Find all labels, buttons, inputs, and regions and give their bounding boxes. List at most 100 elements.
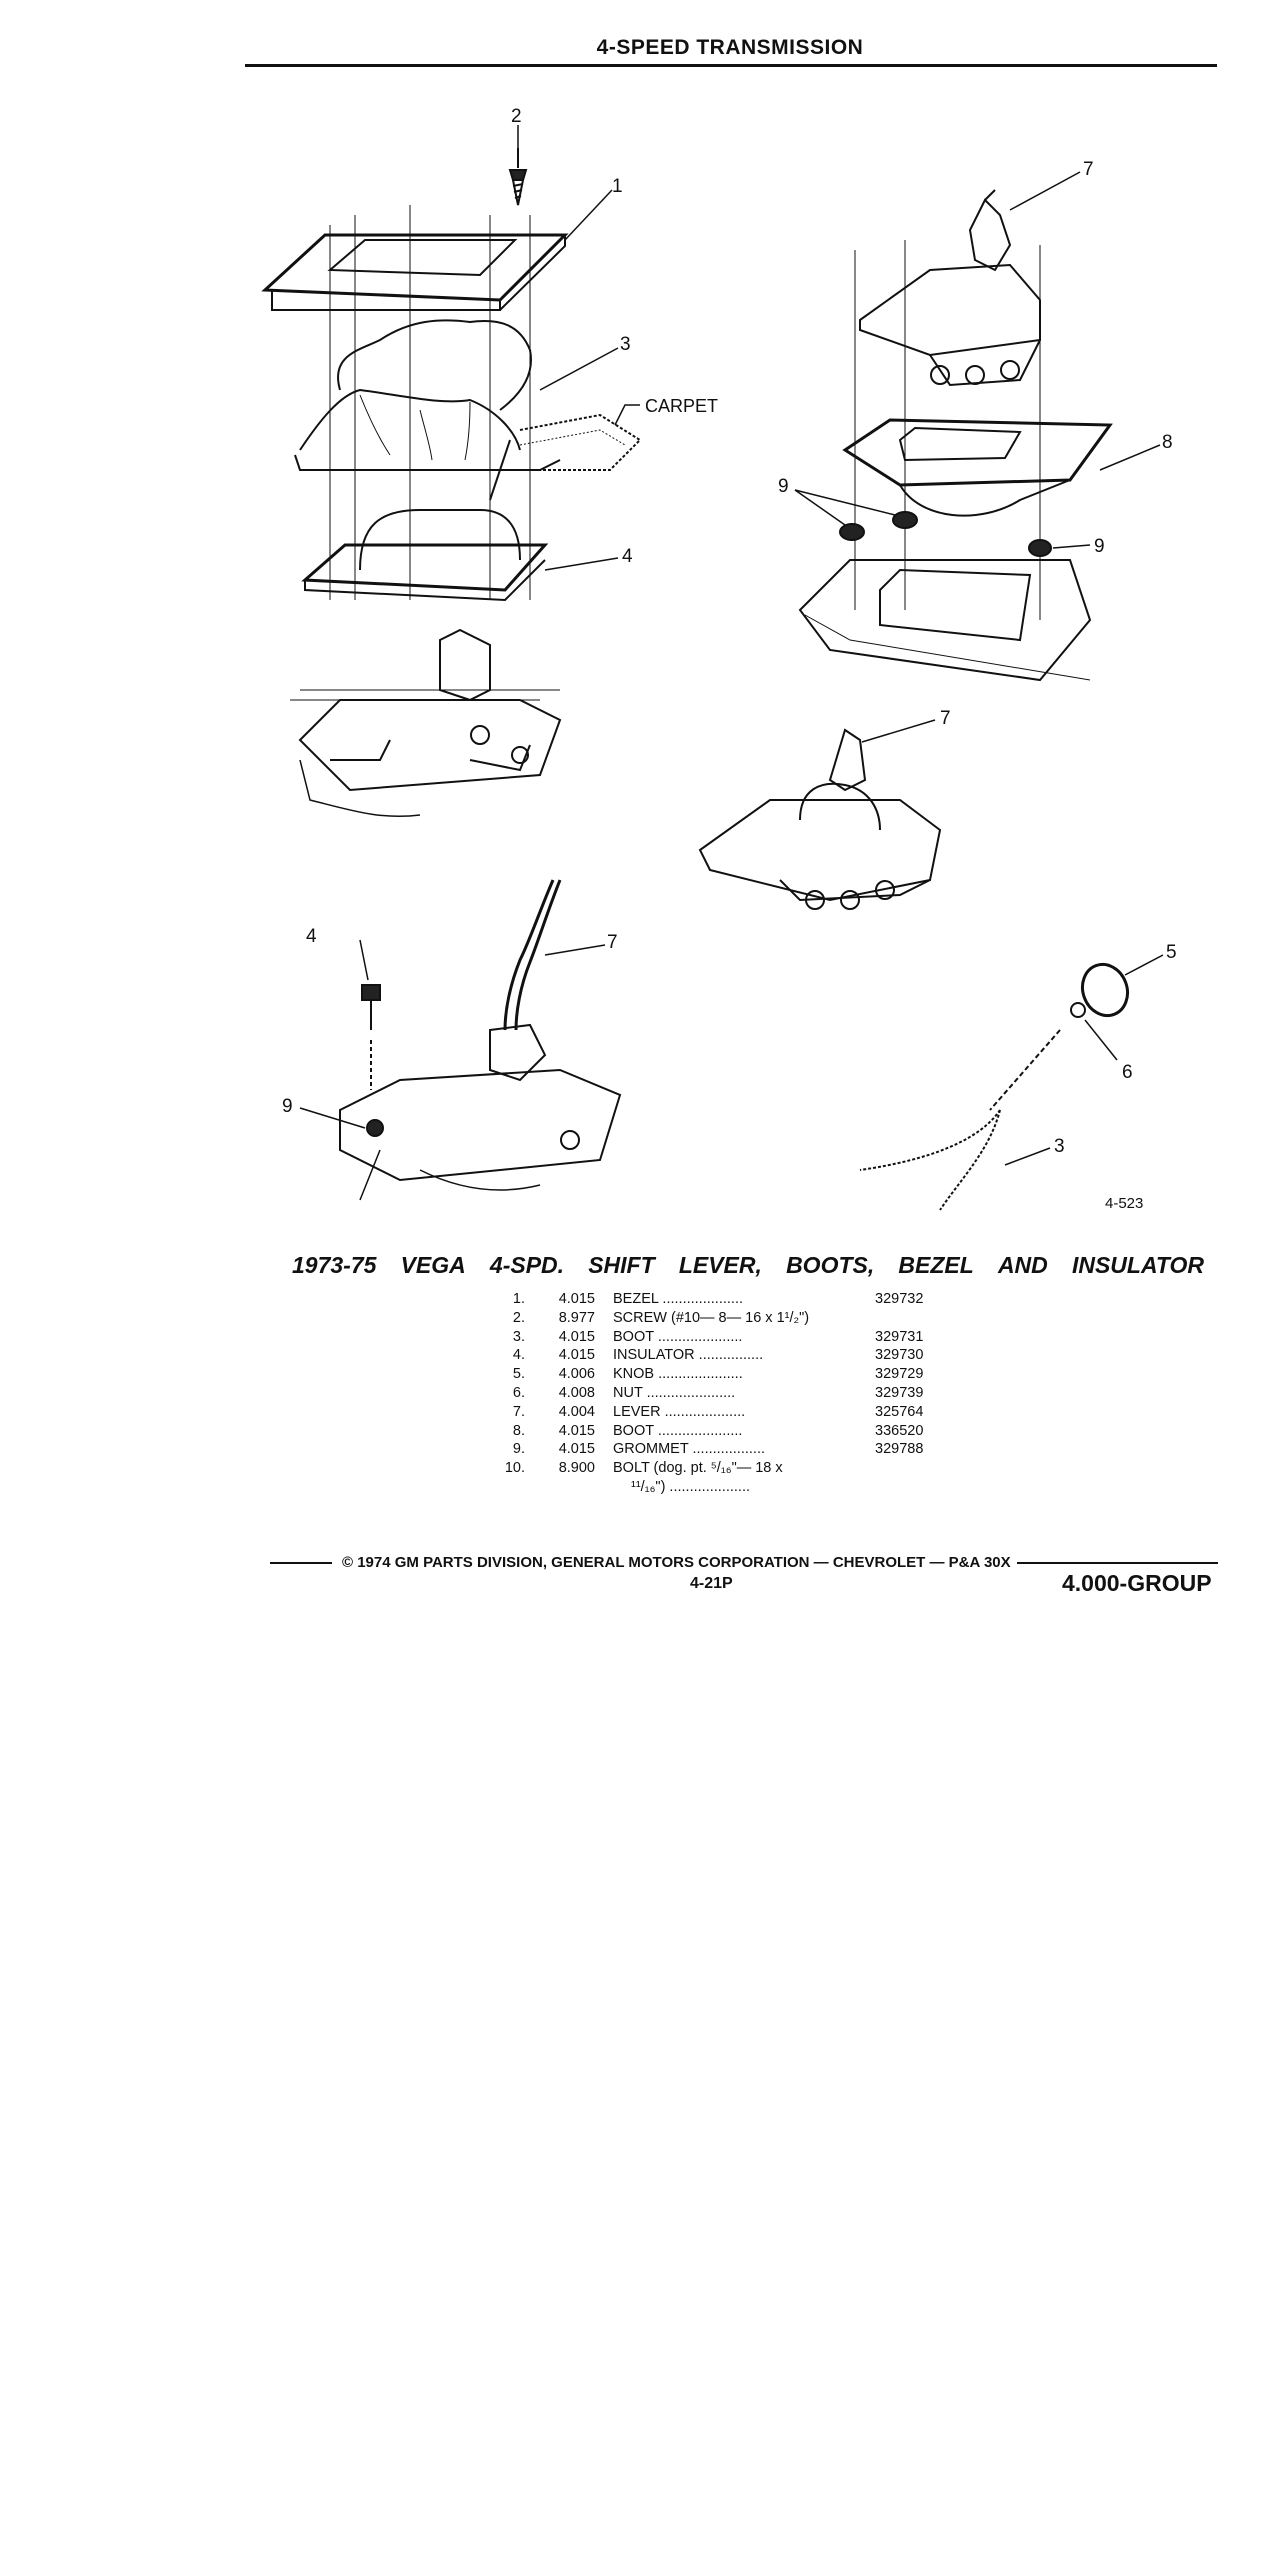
group-number: 4.015 xyxy=(558,1422,595,1439)
bezel-part-1 xyxy=(261,233,569,311)
callout-3-lower: 3 xyxy=(1054,1136,1065,1157)
callout-9-left: 9 xyxy=(778,476,789,497)
callout-7-middle: 7 xyxy=(940,708,951,729)
exploded-parts-illustration: 2 1 3 CARPET 4 7 8 9 9 7 4 7 9 5 6 3 xyxy=(261,106,1177,1211)
callout-5: 5 xyxy=(1166,942,1177,963)
footer-copyright-line: © 1974 GM PARTS DIVISION, GENERAL MOTORS… xyxy=(270,1554,1218,1571)
group-label: 4.000-GROUP xyxy=(1062,1570,1212,1596)
boot-part-3 xyxy=(294,319,561,471)
title-word: 4-SPD. xyxy=(489,1252,565,1278)
callout-3: 3 xyxy=(620,334,631,355)
group-number: 4.006 xyxy=(558,1366,595,1383)
callout-4-bolt: 4 xyxy=(306,926,317,947)
title-word: SHIFT xyxy=(588,1252,655,1278)
part-catalog-number xyxy=(875,1309,955,1328)
callout-1: 1 xyxy=(612,176,623,197)
part-catalog-number: 325764 xyxy=(875,1403,924,1420)
part-number: 6. xyxy=(512,1384,525,1401)
part-row: 2. 8.977 SCREW (#10— 8— 16 x 1¹/₂") xyxy=(495,1309,955,1328)
part-description: LEVER .................... xyxy=(613,1403,746,1420)
part-row: 9. 4.015 GROMMET .................. 3297… xyxy=(495,1440,955,1459)
footer-rule-left xyxy=(270,1561,332,1564)
bolt-part-4 xyxy=(361,984,381,1090)
part-catalog-number xyxy=(875,1459,955,1478)
part-row: 10. 8.900 BOLT (dog. pt. ⁵/₁₆"— 18 x xyxy=(495,1459,955,1478)
base-plate-upper xyxy=(798,559,1092,682)
part-catalog-number: 329788 xyxy=(875,1441,924,1458)
header-rule xyxy=(245,64,1217,67)
boot-part-8 xyxy=(842,418,1113,517)
group-number: 4.015 xyxy=(558,1441,595,1458)
callout-carpet: CARPET xyxy=(645,396,718,416)
part-row: 7. 4.004 LEVER .................... 3257… xyxy=(495,1403,955,1422)
title-word: VEGA xyxy=(400,1252,466,1278)
part-number: 10. xyxy=(504,1460,525,1477)
page-code: 4-21P xyxy=(690,1575,733,1592)
part-description-continuation: ¹¹/₁₆") .................... xyxy=(631,1478,751,1495)
part-number: 7. xyxy=(512,1403,525,1420)
title-word: INSULATOR xyxy=(1071,1252,1204,1278)
part-description: BEZEL .................... xyxy=(613,1291,743,1307)
knob-part-5 xyxy=(1070,962,1130,1018)
group-number: 8.900 xyxy=(558,1460,595,1477)
part-catalog-number: 329739 xyxy=(875,1384,924,1401)
part-row: 5. 4.006 KNOB ..................... 3297… xyxy=(495,1365,955,1384)
callout-8: 8 xyxy=(1162,432,1173,453)
part-row: 8. 4.015 BOOT ..................... 3365… xyxy=(495,1422,955,1441)
group-number: 4.004 xyxy=(558,1403,595,1420)
section-title: 1973-75 VEGA 4-SPD. SHIFT LEVER, BOOTS, … xyxy=(292,1252,1204,1279)
grommet-part-9 xyxy=(839,511,1052,557)
part-description: NUT ...................... xyxy=(613,1384,736,1401)
footer-rule-right xyxy=(1016,1561,1218,1564)
callout-6: 6 xyxy=(1122,1062,1133,1083)
screw-part-2 xyxy=(508,148,528,206)
footer-copyright: © 1974 GM PARTS DIVISION, GENERAL MOTORS… xyxy=(342,1554,1011,1571)
group-number: 4.015 xyxy=(558,1328,595,1345)
group-number: 4.015 xyxy=(558,1291,595,1307)
part-row: 4. 4.015 INSULATOR ................ 3297… xyxy=(495,1346,955,1365)
lever-assembly-middle xyxy=(698,728,942,910)
title-word: BOOTS, xyxy=(786,1252,875,1278)
callout-9-right: 9 xyxy=(1094,536,1105,557)
lever-assembly-upper xyxy=(854,189,1041,620)
callout-4: 4 xyxy=(622,546,633,567)
lever-part-7 xyxy=(489,879,562,1082)
part-row: 6. 4.008 NUT ...................... 3297… xyxy=(495,1384,955,1403)
figure-number: 4-523 xyxy=(1105,1195,1144,1212)
part-row: 1. 4.015 BEZEL .................... 3297… xyxy=(495,1290,955,1309)
part-number: 4. xyxy=(512,1347,525,1364)
callout-7-lower: 7 xyxy=(607,932,618,953)
title-word: AND xyxy=(997,1252,1048,1278)
part-number: 1. xyxy=(512,1291,525,1307)
part-number: 8. xyxy=(512,1422,525,1439)
part-number: 9. xyxy=(512,1441,525,1458)
part-catalog-number: 329732 xyxy=(875,1291,924,1307)
part-description: SCREW (#10— 8— 16 x 1¹/₂") xyxy=(613,1309,810,1326)
title-word: BEZEL xyxy=(898,1252,974,1278)
part-description: BOOT ..................... xyxy=(613,1328,743,1345)
callout-7-upper: 7 xyxy=(1083,159,1094,180)
part-number: 3. xyxy=(512,1328,525,1345)
part-catalog-number: 336520 xyxy=(875,1422,924,1439)
part-description: BOOT ..................... xyxy=(613,1422,743,1439)
insulator-part-4 xyxy=(301,509,549,602)
page-title: 4-SPEED TRANSMISSION xyxy=(596,36,864,59)
transmission-base xyxy=(290,439,562,818)
part-catalog-number: 329729 xyxy=(875,1366,924,1383)
callout-2: 2 xyxy=(511,106,522,127)
part-number: 2. xyxy=(512,1309,525,1326)
boot-part-3-lower xyxy=(859,1029,1061,1211)
part-catalog-number: 329731 xyxy=(875,1328,924,1345)
parts-list: 1. 4.015 BEZEL .................... 3297… xyxy=(495,1290,955,1497)
title-word: 1973-75 xyxy=(292,1252,377,1278)
title-word: LEVER, xyxy=(678,1252,762,1278)
group-number: 8.977 xyxy=(558,1309,595,1326)
part-catalog-number: 329730 xyxy=(875,1347,924,1364)
part-description: BOLT (dog. pt. ⁵/₁₆"— 18 x xyxy=(613,1460,783,1477)
part-description: KNOB ..................... xyxy=(613,1366,743,1383)
part-row: 3. 4.015 BOOT ..................... 3297… xyxy=(495,1328,955,1347)
part-description: GROMMET .................. xyxy=(613,1441,765,1458)
part-description: INSULATOR ................ xyxy=(613,1347,764,1364)
part-number: 5. xyxy=(512,1366,525,1383)
carpet-part xyxy=(519,413,642,471)
